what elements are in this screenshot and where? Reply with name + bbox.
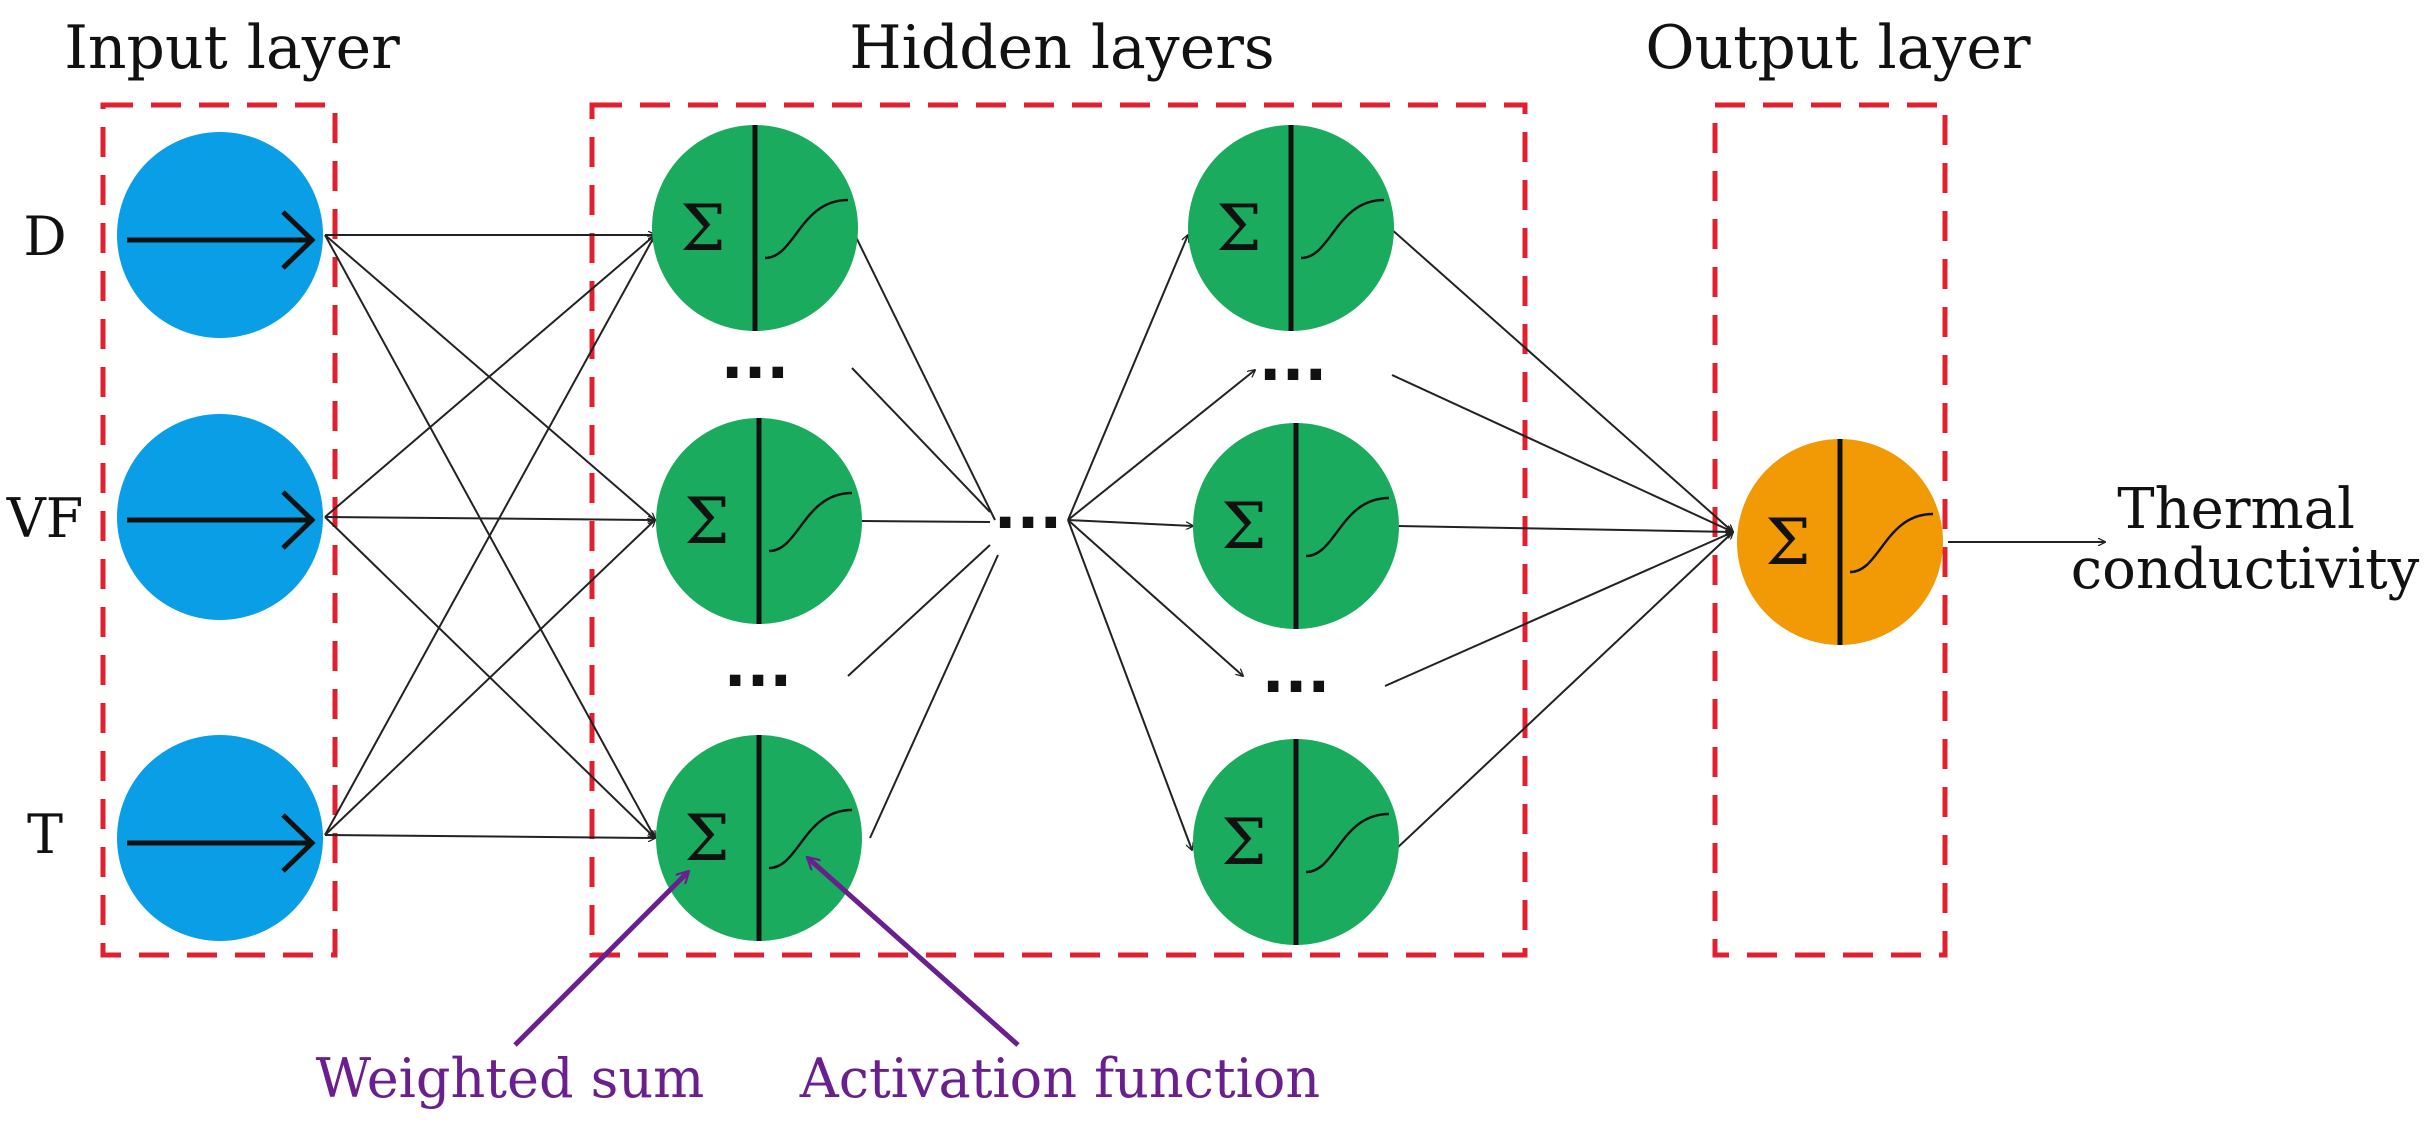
input-label-vf: VF: [6, 487, 83, 550]
output-layer-title: Output layer: [1645, 13, 2031, 83]
connections-hiddenN-to-output: [1384, 227, 1733, 851]
output-node-activation-icon: [1849, 512, 1934, 574]
input-node-vf: [117, 414, 323, 620]
hidden1-node-1: Σ: [652, 125, 858, 331]
input-node-vf-arrowhead-icon: [281, 490, 316, 550]
hidden1-node-1-activation-icon: [764, 198, 849, 260]
input-node-d-circle: [117, 132, 323, 338]
input-node-t: [117, 735, 323, 941]
connections-hidden1-to-middle: [847, 234, 999, 839]
connections-middle-to-hiddenN: [1067, 235, 1255, 850]
output-node: Σ: [1737, 439, 1943, 645]
hidden1-node-2: Σ: [656, 418, 862, 624]
hiddenN-node-3-activation-icon: [1305, 812, 1390, 874]
hidden1-node-3-sigma-icon: Σ: [684, 802, 729, 876]
connections-input-to-hidden1: [324, 235, 655, 838]
hidden1-node-2-activation-icon: [768, 491, 853, 553]
input-layer-title: Input layer: [64, 13, 400, 83]
ellipsis-hidden1-upper: ...: [721, 323, 789, 393]
hiddenN-node-2-sigma-icon: Σ: [1221, 490, 1266, 564]
hiddenN-node-2-activation-icon: [1305, 496, 1390, 558]
activation-function-label: Activation function: [799, 1047, 1320, 1110]
ellipsis-hidden1-lower: ...: [724, 631, 792, 701]
ellipsis-middle: ...: [994, 473, 1062, 543]
input-node-d-arrowhead-icon: [281, 210, 316, 270]
hiddenN-node-1-sigma-icon: Σ: [1216, 192, 1261, 266]
hidden1-node-2-sigma-icon: Σ: [684, 485, 729, 559]
hiddenN-node-2: Σ: [1193, 423, 1399, 629]
ellipsis-hiddenN-lower: ...: [1262, 637, 1330, 707]
hidden-layers-title: Hidden layers: [849, 13, 1274, 83]
output-node-sigma-icon: Σ: [1765, 506, 1810, 580]
input-node-vf-circle: [117, 414, 323, 620]
input-layer-box: [100, 102, 338, 958]
hidden1-node-3-activation-icon: [768, 808, 853, 870]
hidden-layers-box: [589, 102, 1528, 958]
input-label-d: D: [23, 205, 66, 268]
hiddenN-node-1: Σ: [1188, 125, 1394, 331]
output-layer-box: [1712, 102, 1948, 958]
input-node-t-arrowhead-icon: [281, 813, 316, 873]
hiddenN-node-1-activation-icon: [1300, 198, 1385, 260]
weighted-sum-pointer-arrow: [513, 872, 688, 1047]
hiddenN-node-3: Σ: [1193, 739, 1399, 945]
activation-pointer-arrow: [808, 858, 1020, 1047]
weighted-sum-label: Weighted sum: [316, 1047, 705, 1110]
hidden1-node-3: Σ: [656, 735, 862, 941]
output-label: Thermal conductivity: [2071, 477, 2420, 602]
ellipsis-hiddenN-upper: ...: [1259, 325, 1327, 395]
hidden1-node-1-sigma-icon: Σ: [680, 192, 725, 266]
input-label-t: T: [27, 803, 63, 866]
output-label-line2: conductivity: [2071, 537, 2420, 602]
input-node-t-circle: [117, 735, 323, 941]
hiddenN-node-3-sigma-icon: Σ: [1221, 806, 1266, 880]
output-label-line1: Thermal: [2117, 477, 2355, 542]
input-node-d: [117, 132, 323, 338]
